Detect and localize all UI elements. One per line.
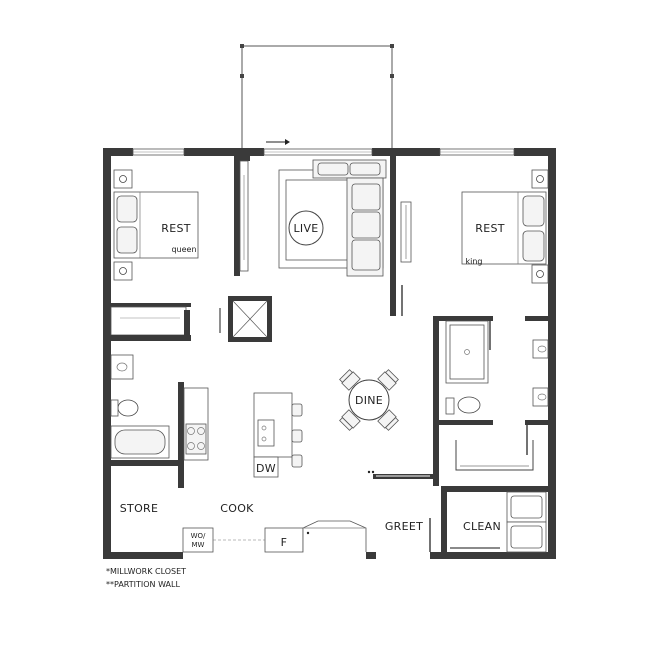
room-label-clean: CLEAN	[463, 520, 501, 533]
balcony	[240, 44, 394, 153]
left-bedroom-furniture	[113, 169, 199, 281]
appliance-label-dw: DW	[256, 462, 276, 475]
millwork-marker	[306, 531, 310, 535]
room-label-cook: COOK	[220, 502, 254, 515]
right-bath	[445, 320, 549, 471]
note-partition: **PARTITION WALL	[106, 580, 180, 589]
bed-size-queen: queen	[171, 245, 196, 254]
appliance-label-fridge: F	[281, 536, 288, 549]
room-label-rest-left: REST	[161, 222, 191, 235]
note-millwork: *MILLWORK CLOSET	[106, 567, 187, 576]
room-label-dine: DINE	[355, 394, 383, 407]
exterior-walls	[103, 148, 556, 559]
living-furniture	[278, 159, 387, 277]
appliance-label-mw: MW	[192, 541, 205, 549]
dining-furniture	[339, 369, 399, 431]
left-bath	[110, 354, 170, 459]
room-label-store: STORE	[120, 502, 158, 515]
partition-marker	[367, 470, 375, 474]
bed-size-king: king	[465, 257, 482, 266]
room-label-live: LIVE	[293, 222, 318, 235]
interior-walls	[110, 156, 548, 556]
laundry	[506, 491, 547, 553]
room-label-greet: GREET	[385, 520, 423, 533]
room-labels: REST queen REST king LIVE DINE COOK STOR…	[120, 222, 505, 549]
kitchen	[182, 387, 367, 553]
appliance-label-wo: WO/	[191, 532, 206, 540]
room-label-rest-right: REST	[475, 222, 505, 235]
right-bedroom-furniture	[400, 169, 549, 284]
